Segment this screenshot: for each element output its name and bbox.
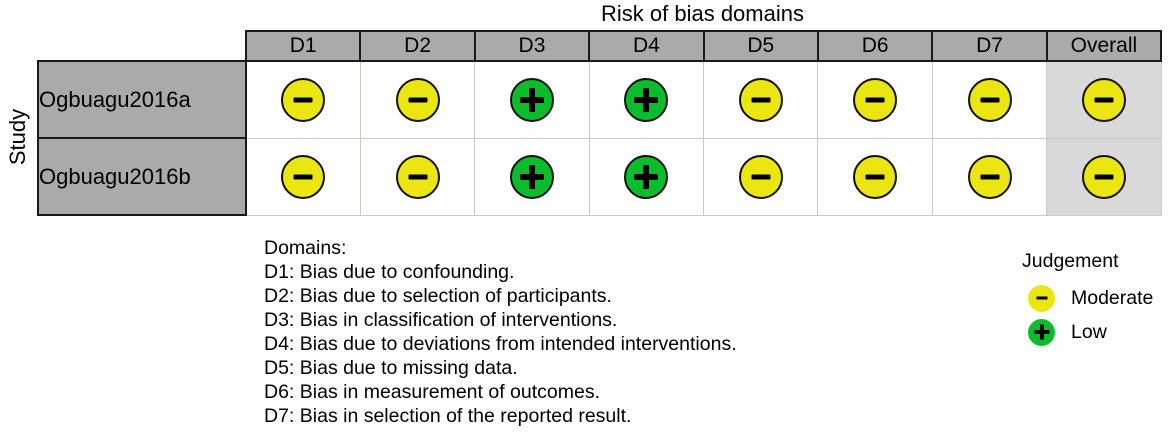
domain-key-line-d6: D6: Bias in measurement of outcomes. [264,381,600,403]
domain-key-line-d1: D1: Bias due to confounding. [264,261,515,283]
moderate-judgement-icon [395,154,440,199]
moderate-judgement-icon [738,154,783,199]
judgement-cell-r0-d2[interactable] [359,60,476,139]
moderate-judgement-icon [281,154,326,199]
low-judgement-icon [509,77,554,122]
column-header-d2[interactable]: D2 [359,30,476,62]
judgement-legend-title: Judgement [1022,250,1119,272]
low-judgement-icon [1028,318,1055,346]
low-judgement-icon [624,154,669,199]
domain-key: Domains: D1: Bias due to confounding. D2… [264,236,737,428]
legend-label-low: Low [1071,320,1107,343]
judgement-cell-r0-d4[interactable] [588,60,705,139]
table-row: Ogbuagu2016b [37,137,1162,216]
legend-item-moderate: Moderate [1022,282,1153,314]
moderate-judgement-icon [853,154,898,199]
study-label-row-1[interactable]: Ogbuagu2016b [37,137,247,216]
judgement-cell-r0-d7[interactable] [931,60,1048,139]
domain-key-line-d7: D7: Bias in selection of the reported re… [264,405,632,427]
legend-label-moderate: Moderate [1071,286,1154,309]
judgement-legend: Judgement Moderate Low [1022,250,1153,350]
judgement-cell-r1-d2[interactable] [359,137,476,216]
low-judgement-icon [624,77,669,122]
y-axis-label: Study [5,108,30,166]
judgement-cell-r1-d3[interactable] [474,137,590,216]
moderate-judgement-icon [395,77,440,122]
judgement-cell-r1-d1[interactable] [245,137,361,216]
moderate-judgement-icon [1081,154,1126,199]
moderate-judgement-icon [281,77,326,122]
column-header-d6[interactable]: D6 [816,30,934,62]
column-header-d7[interactable]: D7 [931,30,1048,62]
column-header-d4[interactable]: D4 [588,30,705,62]
judgement-cell-r0-overall[interactable] [1046,60,1162,139]
column-header-d1[interactable]: D1 [244,30,362,62]
table-header-row: D1 D2 D3 D4 D5 D6 D7 Overall [38,30,1163,62]
judgement-cell-r1-d4[interactable] [588,137,705,216]
judgement-cell-r0-d6[interactable] [817,60,933,139]
column-header-d3[interactable]: D3 [473,30,591,62]
moderate-judgement-icon [1028,284,1055,312]
moderate-judgement-icon [967,154,1012,199]
table-row: Ogbuagu2016a [37,60,1162,139]
domain-key-line-d3: D3: Bias in classification of interventi… [264,309,618,331]
moderate-judgement-icon [738,77,783,122]
judgement-cell-r0-d5[interactable] [703,60,819,139]
judgement-cell-r0-d3[interactable] [474,60,590,139]
corner-cell [38,31,246,61]
moderate-judgement-icon [853,77,898,122]
low-judgement-icon [509,154,554,199]
judgement-cell-r1-d7[interactable] [931,137,1048,216]
column-header-overall[interactable]: Overall [1045,30,1163,62]
risk-of-bias-table: D1 D2 D3 D4 D5 D6 D7 Overall Ogbuagu2016… [37,30,1163,216]
judgement-cell-r0-d1[interactable] [245,60,361,139]
moderate-judgement-icon [1081,77,1126,122]
domain-key-line-d2: D2: Bias due to selection of participant… [264,285,612,307]
judgement-cell-r1-d5[interactable] [703,137,819,216]
page-title: Risk of bias domains [601,1,804,26]
legend-item-low: Low [1022,316,1153,348]
domain-key-line-d5: D5: Bias due to missing data. [264,357,518,379]
judgement-cell-r1-overall[interactable] [1046,137,1162,216]
judgement-cell-r1-d6[interactable] [817,137,933,216]
column-header-d5[interactable]: D5 [702,30,819,62]
domain-key-heading: Domains: [264,237,347,259]
study-label-row-0[interactable]: Ogbuagu2016a [37,60,247,139]
domain-key-line-d4: D4: Bias due to deviations from intended… [264,333,737,355]
moderate-judgement-icon [967,77,1012,122]
risk-of-bias-grid: D1 D2 D3 D4 D5 D6 D7 Overall Ogbuagu2016… [37,30,1163,216]
